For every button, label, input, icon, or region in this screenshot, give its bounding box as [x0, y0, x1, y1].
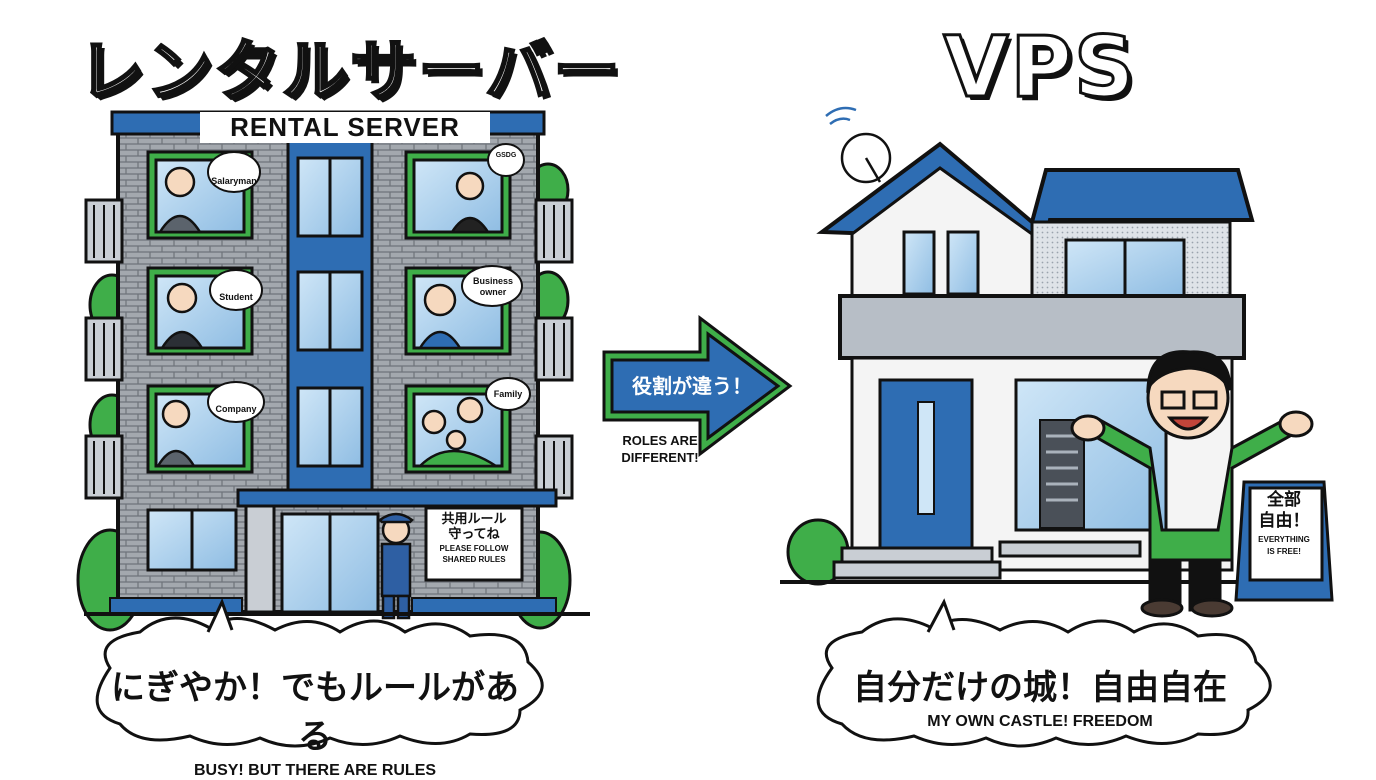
rules-signboard — [424, 506, 524, 582]
arrow-label-jp: 役割が違う！ — [632, 374, 752, 398]
freedom-sign-en-2: IS FREE! — [1267, 547, 1301, 556]
rules-sign-jp-2: 守ってね — [448, 527, 500, 542]
caption-left: にぎやか！でもルールがある BUSY! BUT THERE ARE RULES — [95, 660, 535, 780]
security-guard — [378, 512, 414, 620]
satellite-dish-icon — [825, 106, 892, 184]
tenant-bubbles — [207, 143, 531, 423]
center-windows — [296, 156, 364, 468]
tenant-label-family: Family — [493, 389, 523, 399]
rules-sign-text: 共用ルール 守ってね PLEASE FOLLOW SHARED RULES — [428, 512, 520, 564]
freedom-sign-en-1: EVERYTHING — [1258, 535, 1310, 544]
freedom-sign-jp-1: 全部 — [1267, 490, 1301, 510]
tenant-label-business-owner: Business owner — [472, 276, 514, 297]
arrow-label-en: ROLES ARE DIFFERENT! — [600, 432, 720, 466]
rental-server-title: レンタルサーバー — [77, 32, 622, 112]
caption-right: 自分だけの城！自由自在 MY OWN CASTLE! FREEDOM — [820, 660, 1260, 731]
caption-left-en: BUSY! BUT THERE ARE RULES — [193, 762, 437, 779]
rules-sign-jp-1: 共用ルール — [441, 512, 507, 527]
rules-sign-en-2: SHARED RULES — [442, 555, 506, 564]
transition-arrow — [602, 314, 793, 458]
caption-left-jp: にぎやか！でもルールがある — [111, 668, 519, 757]
arrow-label-en-1: ROLES ARE — [622, 433, 698, 448]
rules-sign-en-1: PLEASE FOLLOW — [439, 544, 509, 553]
balconies — [84, 198, 574, 500]
tenant-label-gsdg: GSDG — [495, 152, 517, 159]
rental-server-subtitle: RENTAL SERVER — [200, 112, 490, 143]
private-house — [780, 106, 1334, 618]
tenant-figures — [155, 166, 501, 468]
caption-right-en: MY OWN CASTLE! FREEDOM — [927, 713, 1153, 730]
caption-cloud-left — [95, 616, 544, 748]
tenant-label-company: Company — [215, 404, 257, 414]
tenant-label-salaryman: Salaryman — [211, 176, 257, 186]
freedom-sign-text: 全部 自由！ EVERYTHING IS FREE! — [1248, 490, 1320, 556]
upper-windows — [902, 230, 1186, 298]
caption-right-jp: 自分だけの城！自由自在 — [853, 668, 1227, 708]
happy-owner — [1070, 350, 1314, 618]
arrow-label-en-2: DIFFERENT! — [621, 450, 699, 465]
vps-title: VPS — [942, 17, 1137, 118]
freedom-sign-jp-2: 自由！ — [1258, 511, 1310, 531]
caption-cloud-right — [816, 617, 1272, 748]
freedom-signboard — [1234, 480, 1334, 602]
tenant-label-student: Student — [219, 292, 253, 302]
